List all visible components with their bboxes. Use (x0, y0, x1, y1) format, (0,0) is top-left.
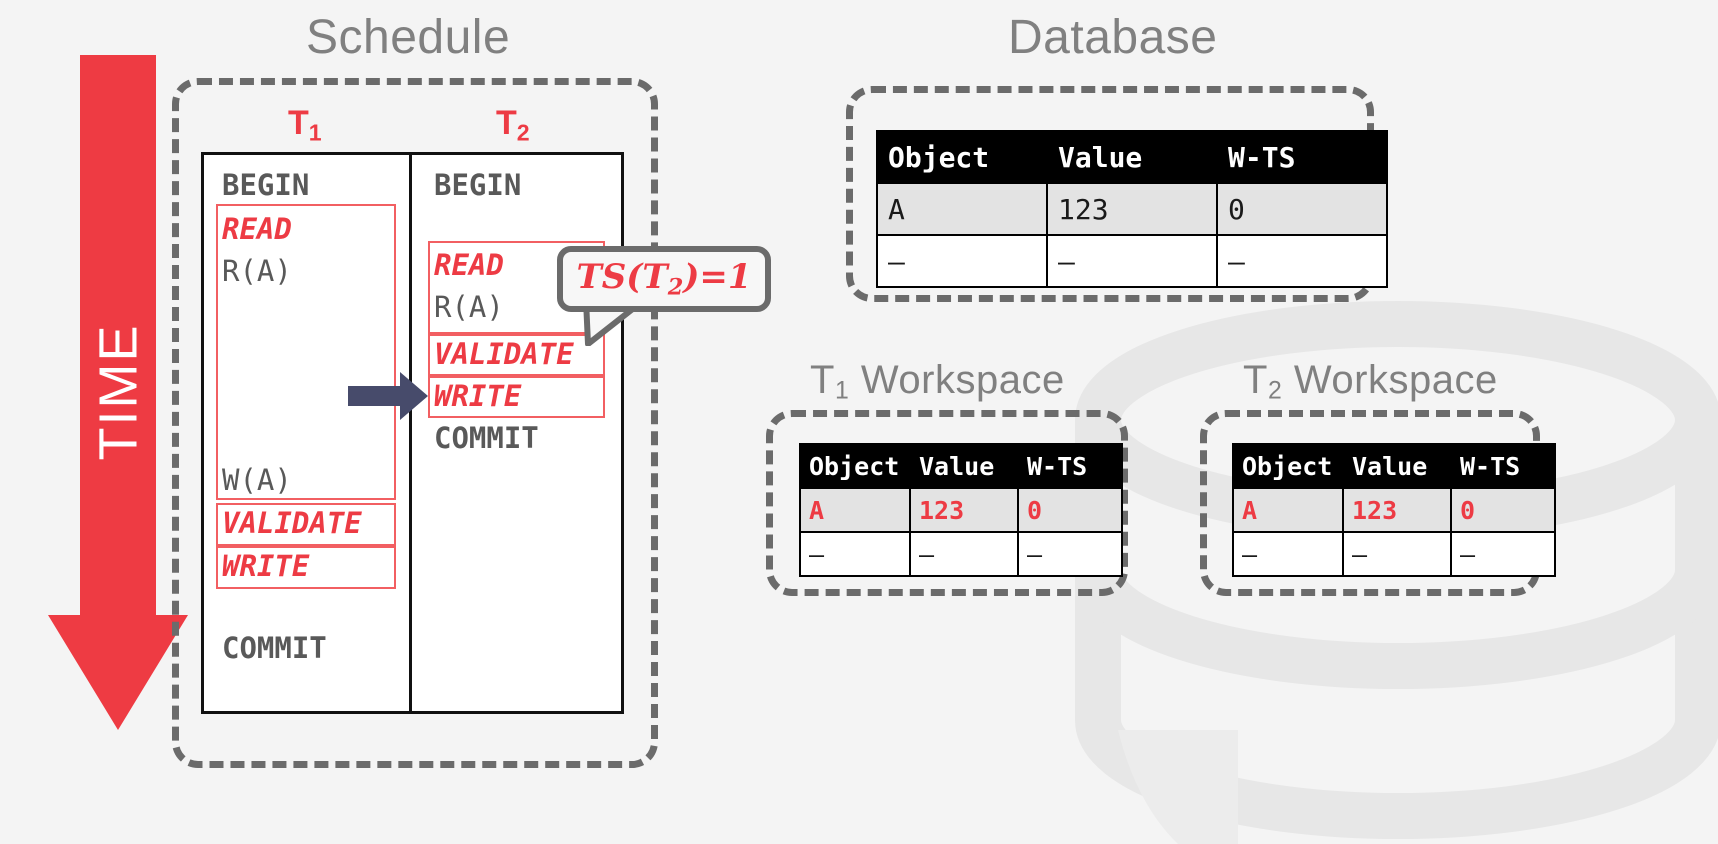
callout-sub: 2 (667, 274, 684, 301)
t1-validate-phase-box (216, 503, 396, 546)
table-row: – – – (799, 531, 1123, 577)
t1-op-read: READ (222, 212, 292, 246)
transaction-1-header: T1 (288, 104, 322, 146)
cell-wts: – (1017, 531, 1123, 577)
cell-object: A (1232, 487, 1344, 533)
t2-workspace-heading: T2 Workspace (1243, 358, 1498, 405)
cell-wts: 0 (1017, 487, 1123, 533)
t2-validate-phase-box (428, 334, 605, 376)
cell-object: – (799, 531, 911, 577)
col-value: Value (1342, 443, 1452, 489)
t1-ws-suffix: Workspace (849, 358, 1065, 402)
col-object: Object (876, 130, 1048, 184)
table-row: – – – (1232, 531, 1556, 577)
tx1-sub: 1 (308, 119, 322, 146)
t2-op-commit: COMMIT (434, 421, 539, 455)
table-row: A 123 0 (799, 487, 1123, 533)
t1-op-begin: BEGIN (222, 168, 310, 202)
table-header-row: Object Value W-TS (799, 443, 1123, 489)
table-row: A 123 0 (876, 182, 1388, 236)
schedule-group-border (172, 78, 658, 768)
col-object: Object (799, 443, 911, 489)
t1-op-validate: VALIDATE (222, 506, 362, 540)
t2-op-validate: VALIDATE (434, 337, 574, 371)
cell-object: A (799, 487, 911, 533)
t1-workspace-table: Object Value W-TS A 123 0 – – – (799, 443, 1123, 577)
cell-value: 123 (1342, 487, 1452, 533)
cell-wts: 0 (1216, 182, 1388, 236)
timestamp-callout-text: TS(T2)=1 (576, 257, 751, 301)
cell-value: – (909, 531, 1019, 577)
schedule-column-divider (409, 152, 412, 714)
col-value: Value (1046, 130, 1218, 184)
t2-ws-sub: 2 (1267, 377, 1283, 405)
cell-value: 123 (909, 487, 1019, 533)
t1-workspace-heading: T1 Workspace (810, 358, 1065, 405)
t2-op-r-a: R(A) (434, 290, 504, 324)
t1-ws-prefix: T (810, 358, 835, 402)
t2-workspace-table: Object Value W-TS A 123 0 – – – (1232, 443, 1556, 577)
cell-value: – (1046, 234, 1218, 288)
col-wts: W-TS (1216, 130, 1388, 184)
callout-tail-text: )=1 (683, 257, 752, 298)
current-step-pointer-icon (348, 372, 428, 420)
col-object: Object (1232, 443, 1344, 489)
tx2-sub: 2 (516, 119, 530, 146)
t2-op-begin: BEGIN (434, 168, 522, 202)
t2-op-read: READ (434, 248, 504, 282)
tx2-name: T (496, 104, 517, 142)
t1-op-commit: COMMIT (222, 631, 327, 665)
database-table: Object Value W-TS A 123 0 – – – (876, 130, 1388, 288)
schedule-heading: Schedule (306, 11, 511, 64)
cell-wts: 0 (1450, 487, 1556, 533)
cell-wts: – (1216, 234, 1388, 288)
t1-op-w-a: W(A) (222, 463, 292, 497)
t1-op-r-a: R(A) (222, 254, 292, 288)
cell-value: – (1342, 531, 1452, 577)
cell-object: A (876, 182, 1048, 236)
tx1-name: T (288, 104, 309, 142)
table-header-row: Object Value W-TS (876, 130, 1388, 184)
database-heading: Database (1008, 11, 1218, 64)
t2-write-phase-box (428, 376, 605, 418)
t1-write-phase-box (216, 546, 396, 589)
t2-op-write: WRITE (434, 379, 522, 413)
col-wts: W-TS (1017, 443, 1123, 489)
t2-ws-prefix: T (1243, 358, 1268, 402)
table-row: – – – (876, 234, 1388, 288)
cell-object: – (1232, 531, 1344, 577)
callout-head: TS(T (576, 257, 668, 298)
cell-object: – (876, 234, 1048, 288)
t1-read-phase-box (216, 204, 396, 500)
cell-value: 123 (1046, 182, 1218, 236)
time-arrow (48, 55, 188, 730)
t1-op-write: WRITE (222, 549, 310, 583)
t1-ws-sub: 1 (834, 377, 850, 405)
schedule-table (201, 152, 624, 714)
t2-ws-suffix: Workspace (1282, 358, 1498, 402)
table-row: A 123 0 (1232, 487, 1556, 533)
t1-workspace-group-border (766, 410, 1128, 596)
cell-wts: – (1450, 531, 1556, 577)
table-header-row: Object Value W-TS (1232, 443, 1556, 489)
col-value: Value (909, 443, 1019, 489)
timestamp-callout: TS(T2)=1 (557, 246, 771, 312)
col-wts: W-TS (1450, 443, 1556, 489)
transaction-2-header: T2 (496, 104, 530, 146)
